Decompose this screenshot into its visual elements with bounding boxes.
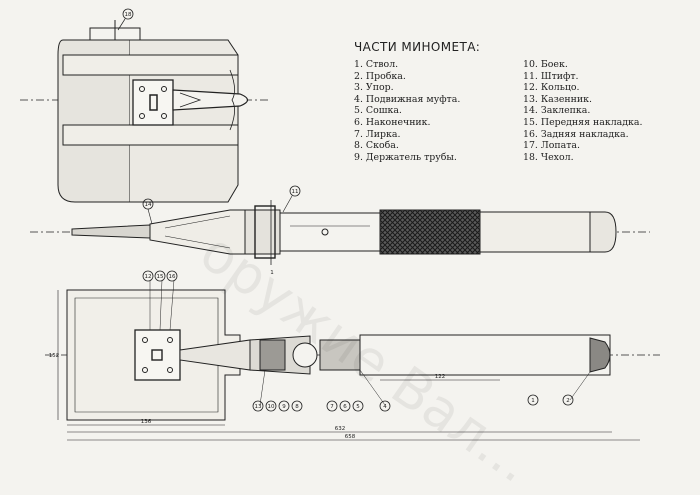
plan-view — [45, 270, 660, 441]
dim-632: 632 — [335, 426, 346, 432]
callout-7: 7 — [330, 404, 334, 410]
list-item: 12. Кольцо. — [523, 82, 580, 94]
list-item: 11. Штифт. — [523, 70, 579, 82]
top-view — [20, 8, 270, 203]
mortar-technical-drawing: 18 14 11 12 15 16 13 10 9 8 7 6 5 4 1 2 … — [20, 8, 660, 441]
parts-list-right: 10. Боек. 11. Штифт. 12. Кольцо. 13. Каз… — [523, 59, 642, 163]
parts-legend: ЧАСТИ МИНОМЕТА: 1. Ствол. 2. Пробка. 3. … — [348, 40, 693, 180]
callout-5: 5 — [356, 404, 360, 410]
dim-122: 122 — [435, 374, 446, 380]
list-item: 16. Задняя накладка. — [523, 128, 629, 140]
callout-12: 12 — [145, 274, 152, 280]
parts-title: ЧАСТИ МИНОМЕТА: — [354, 40, 481, 54]
callout-15: 15 — [157, 274, 164, 280]
list-item: 8. Скоба. — [354, 140, 399, 152]
dimension-labels: 136 632 658 152 122 — [49, 353, 446, 440]
dim-658: 658 — [345, 434, 356, 440]
list-item: 13. Казенник. — [523, 93, 592, 105]
callout-16: 16 — [169, 274, 176, 280]
list-item: 15. Передняя накладка. — [523, 116, 643, 128]
list-item: 14. Заклепка. — [523, 105, 591, 117]
callout-6: 6 — [343, 404, 347, 410]
side-view — [30, 185, 650, 265]
list-item: 18. Чехол. — [523, 151, 574, 163]
callout-1: 1 — [531, 398, 535, 404]
list-item: 7. Лирка. — [354, 128, 401, 140]
section-mark: 1 — [270, 270, 274, 276]
list-item: 17. Лопата. — [523, 140, 580, 152]
list-item: 10. Боек. — [523, 59, 568, 70]
callout-9: 9 — [282, 404, 286, 410]
callout-labels: 18 14 11 12 15 16 13 10 9 8 7 6 5 4 1 2 … — [125, 12, 570, 410]
list-item: 3. Упор. — [354, 82, 394, 94]
list-item: 4. Подвижная муфта. — [354, 93, 461, 105]
callout-4: 4 — [383, 404, 387, 410]
list-item: 5. Сошка. — [354, 105, 402, 117]
dim-136: 136 — [141, 419, 152, 425]
list-item: 2. Пробка. — [354, 70, 406, 82]
parts-list-left: 1. Ствол. 2. Пробка. 3. Упор. 4. Подвижн… — [354, 59, 460, 163]
callout-11: 11 — [292, 189, 299, 195]
list-item: 1. Ствол. — [354, 59, 399, 70]
callout-2: 2 — [566, 398, 570, 404]
list-item: 6. Наконечник. — [354, 116, 431, 128]
list-item: 9. Держатель трубы. — [354, 151, 457, 163]
dim-152: 152 — [49, 353, 60, 359]
callout-14: 14 — [145, 202, 152, 208]
callout-13: 13 — [255, 404, 262, 410]
callout-8: 8 — [295, 404, 299, 410]
callout-18: 18 — [125, 12, 132, 18]
callout-10: 10 — [268, 404, 275, 410]
